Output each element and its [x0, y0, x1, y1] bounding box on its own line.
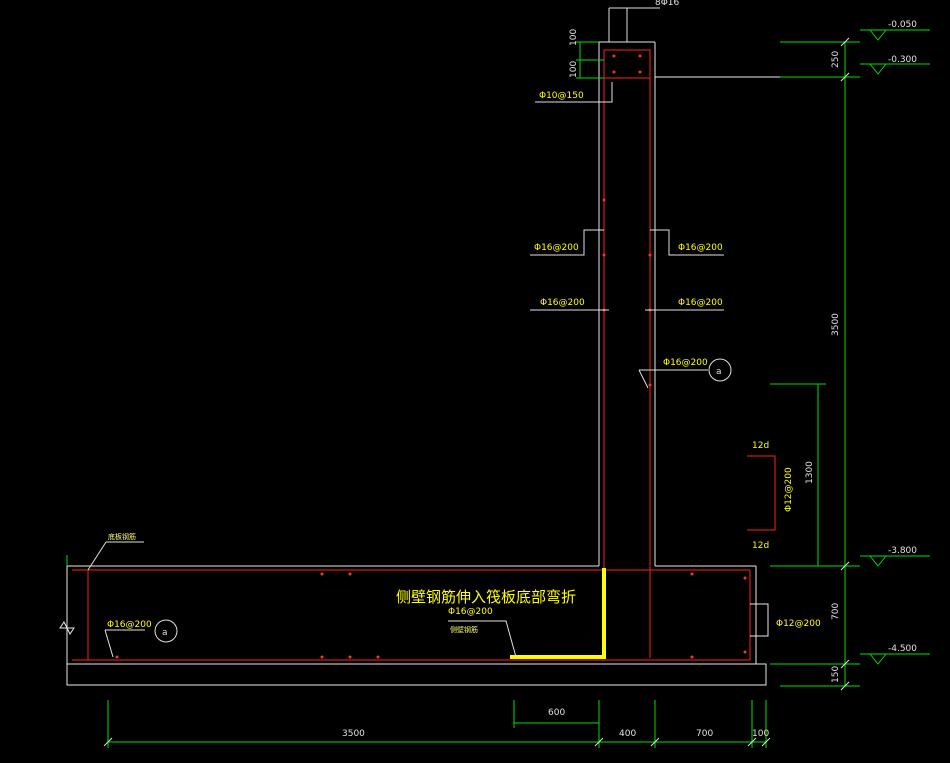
elev-label-3: -3.800: [888, 546, 917, 556]
hook-detail-bar: [747, 455, 776, 531]
rebar-dot: [320, 655, 324, 659]
leader-lines: [87, 7, 724, 660]
rebar-dot: [602, 253, 606, 257]
dim-text-100-a: 100: [569, 29, 579, 46]
rebar-dot: [612, 70, 616, 74]
highlight-bent-bar: [510, 568, 606, 659]
slab-marker-text: a: [162, 628, 168, 638]
tick: [840, 72, 850, 82]
rebar-dot: [690, 572, 694, 576]
rebar-dot: [348, 655, 352, 659]
dim-ticks: [103, 37, 850, 747]
break-symbol: [59, 621, 75, 635]
tick: [840, 659, 850, 669]
markers: [154, 358, 732, 643]
leader: [638, 369, 649, 389]
wall-marker-text: a: [716, 367, 722, 377]
wall-right-upper-label: Φ16@200: [678, 243, 723, 253]
tick: [840, 37, 850, 47]
leader: [650, 229, 724, 256]
tick: [761, 737, 771, 747]
slab-left-label: Φ16@200: [107, 620, 152, 630]
leader: [104, 629, 114, 658]
rebar: [72, 49, 776, 661]
side-bar-bracket: [750, 603, 769, 637]
slab-inner-label: Φ16@200: [448, 607, 493, 617]
top-cap-bars: [603, 49, 651, 79]
side-right-label: Φ12@200: [776, 619, 821, 629]
tick: [650, 737, 660, 747]
elev-label-2: -0.300: [888, 55, 917, 65]
hook-top-label: 12d: [752, 441, 769, 451]
top-bar-name-label: 底板钢筋: [108, 532, 136, 541]
elev-triangle: [869, 63, 887, 75]
wall-left-upper-label: Φ16@200: [534, 243, 579, 253]
dimension-lines: [66, 41, 860, 748]
leader: [535, 82, 613, 103]
rebar-dot: [115, 655, 119, 659]
tick: [840, 561, 850, 571]
cushion-layer: [66, 663, 767, 686]
tick: [594, 737, 604, 747]
leader: [448, 620, 517, 658]
rebar-dot: [648, 253, 652, 257]
tick: [103, 737, 113, 747]
rebar-dot: [690, 655, 694, 659]
dim-text-700-horizontal: 700: [696, 729, 713, 739]
elev-triangle: [869, 29, 887, 41]
section-marker-slab: [154, 619, 178, 643]
hook-bar-label: Φ12@200: [784, 467, 794, 512]
dim-text-3500-horizontal: 3500: [342, 729, 365, 739]
rebar-dot: [743, 576, 747, 580]
dim-text-1300: 1300: [805, 461, 815, 484]
tie-bar-label: Φ10@150: [539, 91, 584, 101]
rebar-dot: [348, 572, 352, 576]
dim-text-150: 150: [831, 666, 841, 683]
elev-triangle: [869, 555, 887, 567]
rebar-dot: [743, 650, 747, 654]
annotation-note: 侧壁钢筋伸入筏板底部弯折: [396, 588, 576, 606]
rebar-dot: [648, 383, 652, 387]
hook-bottom-label: 12d: [752, 541, 769, 551]
rebar-dot: [602, 198, 606, 202]
rebar-dot: [612, 54, 616, 58]
tick: [747, 737, 757, 747]
dim-text-600: 600: [548, 708, 565, 718]
wall-left-mid-label: Φ16@200: [540, 298, 585, 308]
dim-text-3500-vertical: 3500: [831, 313, 841, 336]
rebar-dots: [115, 54, 747, 659]
wall-right-mid-label: Φ16@200: [678, 298, 723, 308]
elev-label-4: -4.500: [888, 644, 917, 654]
leader: [530, 229, 604, 256]
leader: [87, 541, 107, 571]
rebar-dot: [320, 572, 324, 576]
dim-text-400: 400: [619, 729, 636, 739]
side-bar-name-label: 侧壁钢筋: [450, 625, 478, 634]
dim-text-700-vertical: 700: [831, 603, 841, 620]
rebar-dot: [376, 655, 380, 659]
dim-text-100-b: 100: [569, 61, 579, 78]
top-bars-label: 8Φ16: [655, 0, 680, 8]
elevation-marks: [860, 29, 930, 665]
dim-text-100: 100: [752, 729, 769, 739]
concrete-outline: [59, 41, 790, 686]
rebar-dot: [638, 54, 642, 58]
wall-a-label: Φ16@200: [663, 358, 708, 368]
elev-label-1: -0.050: [888, 20, 917, 30]
elev-triangle: [869, 653, 887, 665]
section-marker-wall: [708, 358, 732, 382]
rebar-dot: [638, 70, 642, 74]
tick: [840, 681, 850, 691]
dim-text-250: 250: [831, 51, 841, 68]
